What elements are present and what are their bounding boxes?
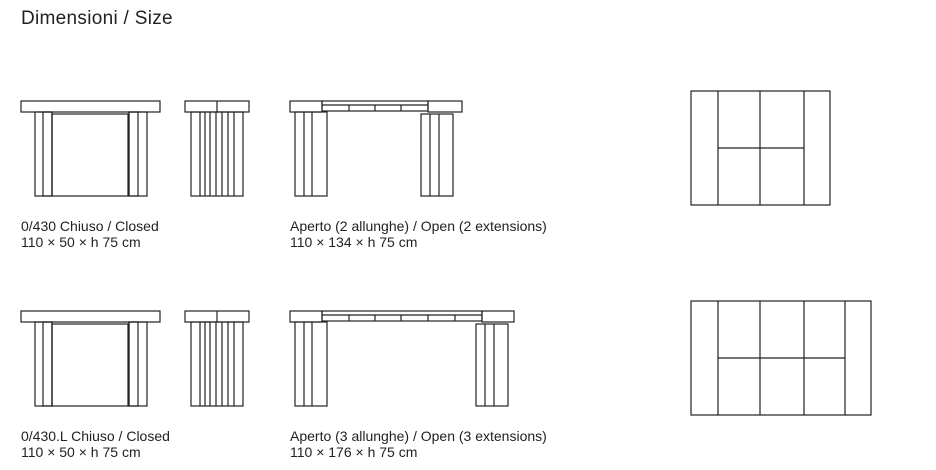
dimensions: 110 × 176 × h 75 cm: [290, 444, 418, 460]
model-label: Aperto (3 allunghe) / Open (3 extensions…: [290, 428, 547, 444]
caption-open-2-extensions: Aperto (2 allunghe) / Open (2 extensions…: [290, 218, 547, 250]
caption-closed-0-430: 0/430 Chiuso / Closed 110 × 50 × h 75 cm: [21, 218, 159, 250]
caption-open-3-extensions: Aperto (3 allunghe) / Open (3 extensions…: [290, 428, 547, 460]
front-view-closed-0-430-L: [20, 310, 161, 407]
top-view-open-2-extensions: [690, 90, 831, 206]
front-view-closed-0-430: [20, 100, 161, 197]
side-view-closed-0-430-L: [184, 310, 250, 407]
side-view-closed-0-430: [184, 100, 250, 197]
dimensions: 110 × 134 × h 75 cm: [290, 234, 418, 250]
dimensions: 110 × 50 × h 75 cm: [21, 444, 141, 460]
front-view-open-2-extensions: [289, 100, 463, 197]
page-title: Dimensioni / Size: [21, 8, 173, 29]
top-view-open-3-extensions: [690, 300, 872, 416]
dimensions: 110 × 50 × h 75 cm: [21, 234, 141, 250]
front-view-open-3-extensions: [289, 310, 515, 407]
caption-closed-0-430-L: 0/430.L Chiuso / Closed 110 × 50 × h 75 …: [21, 428, 170, 460]
model-label: 0/430 Chiuso / Closed: [21, 218, 159, 234]
model-label: Aperto (2 allunghe) / Open (2 extensions…: [290, 218, 547, 234]
model-label: 0/430.L Chiuso / Closed: [21, 428, 170, 444]
